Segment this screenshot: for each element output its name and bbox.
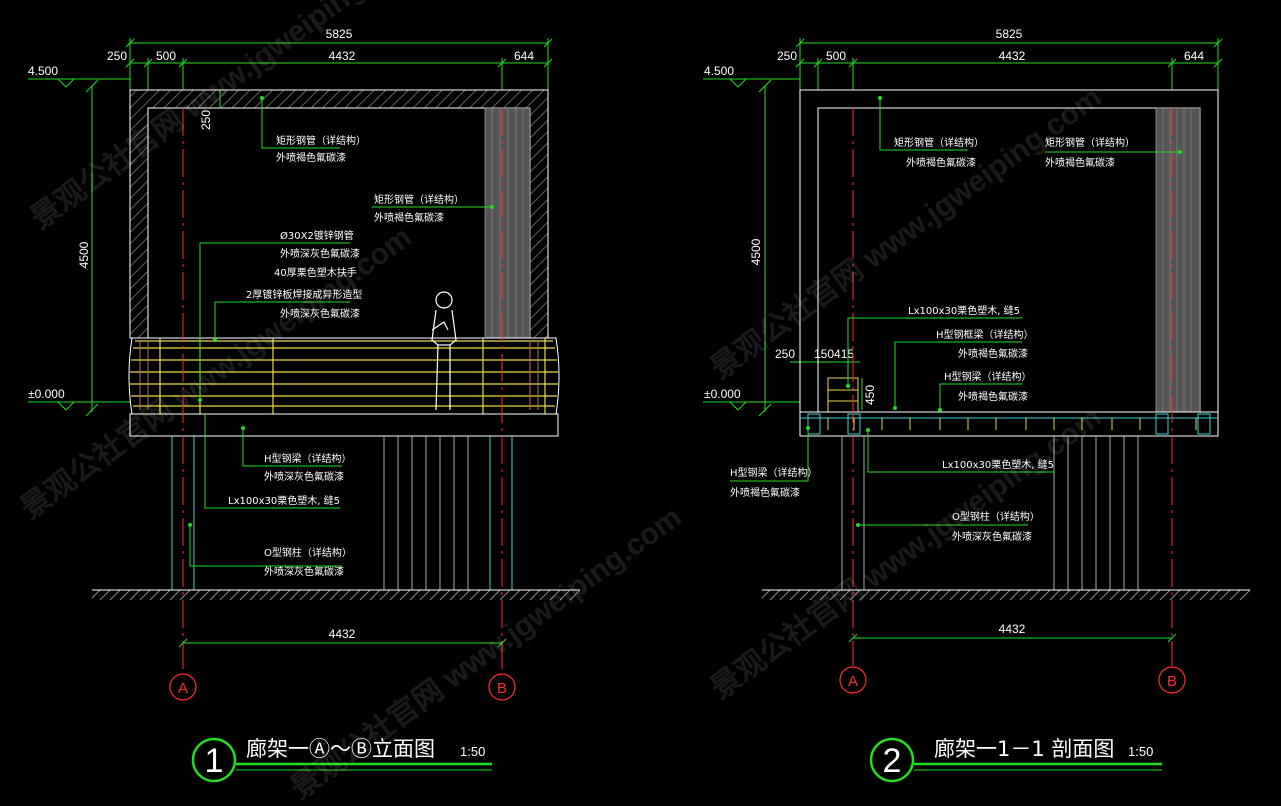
watermark-text: 景观公社官网 www.jgweiping.com <box>25 0 428 236</box>
note-4a: 2厚镀锌板焊接成异形造型 <box>246 288 362 301</box>
note-1b: 外喷褐色氟碳漆 <box>276 151 346 164</box>
axis-b-bubble <box>488 673 516 701</box>
columns <box>171 436 513 590</box>
note2-2b: 外喷褐色氟碳漆 <box>1045 156 1115 169</box>
axis-a-bubble <box>169 673 197 701</box>
human-figure <box>431 291 457 411</box>
note2-6b: 外喷褐色氟碳漆 <box>730 486 800 499</box>
leader-lines-2 <box>730 98 1180 526</box>
dim-250-2: 250 <box>775 347 795 361</box>
level-marks-2 <box>703 78 863 417</box>
dim-left: 250 <box>107 49 127 63</box>
note-4b: 外喷深灰色氟碳漆 <box>280 307 360 320</box>
dim-right-2: 644 <box>1184 49 1204 63</box>
section-drawing: 5825 250 500 4432 644 4.500 ±0.000 4500 … <box>703 27 1250 783</box>
section-floor <box>799 411 1219 437</box>
note-3a: Ø30X2镀锌钢管 <box>280 229 354 242</box>
section-frame <box>799 89 1219 413</box>
note2-4b: 外喷褐色氟碳漆 <box>958 347 1028 360</box>
section-columns <box>841 436 1139 590</box>
note2-6a: H型钢梁（详结构） <box>730 466 818 479</box>
axis-lines <box>182 108 503 672</box>
ground-line <box>92 590 580 600</box>
note-2b: 外喷褐色氟碳漆 <box>374 211 444 224</box>
note-7b: 外喷深灰色氟碳漆 <box>264 565 344 578</box>
note-5a: H型钢梁（详结构） <box>264 452 352 465</box>
dim-s1: 500 <box>156 49 176 63</box>
dim-right: 644 <box>514 49 534 63</box>
floor-beam <box>129 413 559 437</box>
dim-beam: 250 <box>199 110 213 130</box>
watermark-text: 景观公社官网 www.jgweiping.com <box>15 220 418 525</box>
drawing-number-circle <box>191 737 237 783</box>
axis-a-label-2: A <box>848 673 858 690</box>
axis-b-label: B <box>497 680 507 697</box>
axis-a-bubble-2 <box>839 666 867 694</box>
note-2a: 矩形钢管（详结构） <box>374 193 464 206</box>
elevation-drawing: 5825 250 500 4432 644 4.500 ±0.000 4500 … <box>28 27 580 783</box>
note2-1b: 外喷褐色氟碳漆 <box>906 156 976 169</box>
level-zero: ±0.000 <box>28 387 65 401</box>
axis-b-bubble-2 <box>1158 666 1186 694</box>
note-3c: 40厚栗色塑木扶手 <box>274 266 357 279</box>
axis-lines-2 <box>852 108 1173 666</box>
dim-total: 5825 <box>326 27 353 41</box>
drawing-number-2: 2 <box>883 742 902 780</box>
dim-mid: 4432 <box>329 49 356 63</box>
level-top-2: 4.500 <box>704 64 734 78</box>
note-7a: O型钢柱（详结构） <box>264 546 352 559</box>
watermark-text: 景观公社官网 www.jgweiping.com <box>705 400 1108 705</box>
dim-left-2: 250 <box>777 49 797 63</box>
drawing-title-1: 1 廊架一Ⓐ～Ⓑ立面图 1:50 <box>191 737 492 783</box>
note2-5a: H型钢梁（详结构） <box>944 370 1032 383</box>
drawing-title-2-text: 廊架一1－1 剖面图 <box>934 737 1114 761</box>
leader-lines <box>189 98 492 567</box>
note2-2a: 矩形钢管（详结构） <box>1045 136 1135 149</box>
top-dimensions <box>125 38 553 90</box>
pergola-frame <box>129 89 549 339</box>
axis-a-label: A <box>178 680 188 697</box>
top-dimensions-2 <box>795 38 1223 90</box>
drawing-title-2: 2 廊架一1－1 剖面图 1:50 <box>869 737 1162 783</box>
note2-5b: 外喷褐色氟碳漆 <box>958 390 1028 403</box>
dim-450-2: 450 <box>863 385 877 405</box>
dim-total-2: 5825 <box>996 27 1023 41</box>
note2-7: Lx100x30栗色塑木, 缝5 <box>942 458 1054 471</box>
level-zero-2: ±0.000 <box>704 387 741 401</box>
dim-axis-span-2: 4432 <box>999 622 1026 636</box>
note2-1a: 矩形钢管（详结构） <box>894 136 984 149</box>
note2-8b: 外喷深灰色氟碳漆 <box>952 530 1032 543</box>
drawing-scale: 1:50 <box>460 744 485 759</box>
drawing-title: 廊架一Ⓐ～Ⓑ立面图 <box>246 737 435 761</box>
dim-s1-2: 500 <box>826 49 846 63</box>
note-5b: 外喷深灰色氟碳漆 <box>264 470 344 483</box>
dim-height-2: 4500 <box>749 238 763 265</box>
dim-150-2: 150415 <box>814 347 854 361</box>
watermark-text: 景观公社官网 www.jgweiping.com <box>285 500 688 805</box>
dim-mid-2: 4432 <box>999 49 1026 63</box>
note2-4a: H型钢框梁（详结构） <box>936 328 1034 341</box>
dim-axis-span: 4432 <box>329 627 356 641</box>
level-top: 4.500 <box>28 64 58 78</box>
axis-b-label-2: B <box>1167 673 1177 690</box>
note-3b: 外喷深灰色氟碳漆 <box>280 247 360 260</box>
note-1a: 矩形钢管（详结构） <box>276 134 366 147</box>
dim-height: 4500 <box>77 241 91 268</box>
drawing-number-circle-2 <box>869 737 915 783</box>
note2-3: Lx100x30栗色塑木, 缝5 <box>908 304 1020 317</box>
ground-line-2 <box>762 590 1250 600</box>
level-marks <box>28 78 221 417</box>
drawing-number: 1 <box>205 742 224 780</box>
drawing-scale-2: 1:50 <box>1128 744 1153 759</box>
note-6: Lx100x30栗色塑木, 缝5 <box>228 494 340 507</box>
note2-8a: O型钢柱（详结构） <box>952 510 1040 523</box>
